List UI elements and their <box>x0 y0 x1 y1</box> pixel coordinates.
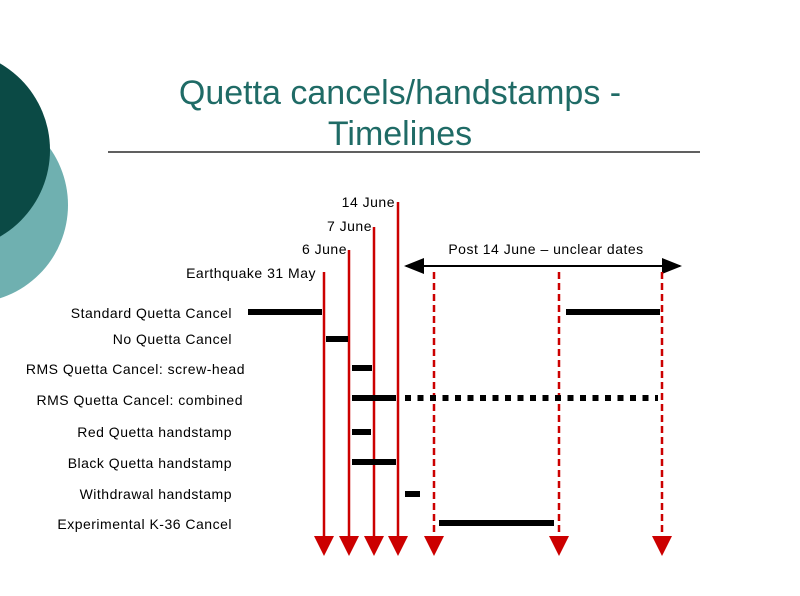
date-earthquake: Earthquake 31 May <box>186 265 316 281</box>
row-label: Experimental K-36 Cancel <box>57 516 232 532</box>
date-7-june: 7 June <box>327 218 372 234</box>
decor-circle-dark <box>0 63 50 237</box>
row-label: RMS Quetta Cancel: combined <box>37 392 243 408</box>
row-label: RMS Quetta Cancel: screw-head <box>26 361 245 377</box>
row-label: Black Quetta handstamp <box>68 455 232 471</box>
date-14-june: 14 June <box>342 194 395 210</box>
date-6-june: 6 June <box>302 241 347 257</box>
row-label: Red Quetta handstamp <box>77 424 232 440</box>
row-label: No Quetta Cancel <box>113 331 232 347</box>
title-line1: Quetta cancels/handstamps - <box>179 74 621 112</box>
title-line2: Timelines <box>328 115 472 153</box>
row-label: Withdrawal handstamp <box>80 486 232 502</box>
post-14-june-label: Post 14 June – unclear dates <box>448 241 643 257</box>
row-label: Standard Quetta Cancel <box>71 305 232 321</box>
